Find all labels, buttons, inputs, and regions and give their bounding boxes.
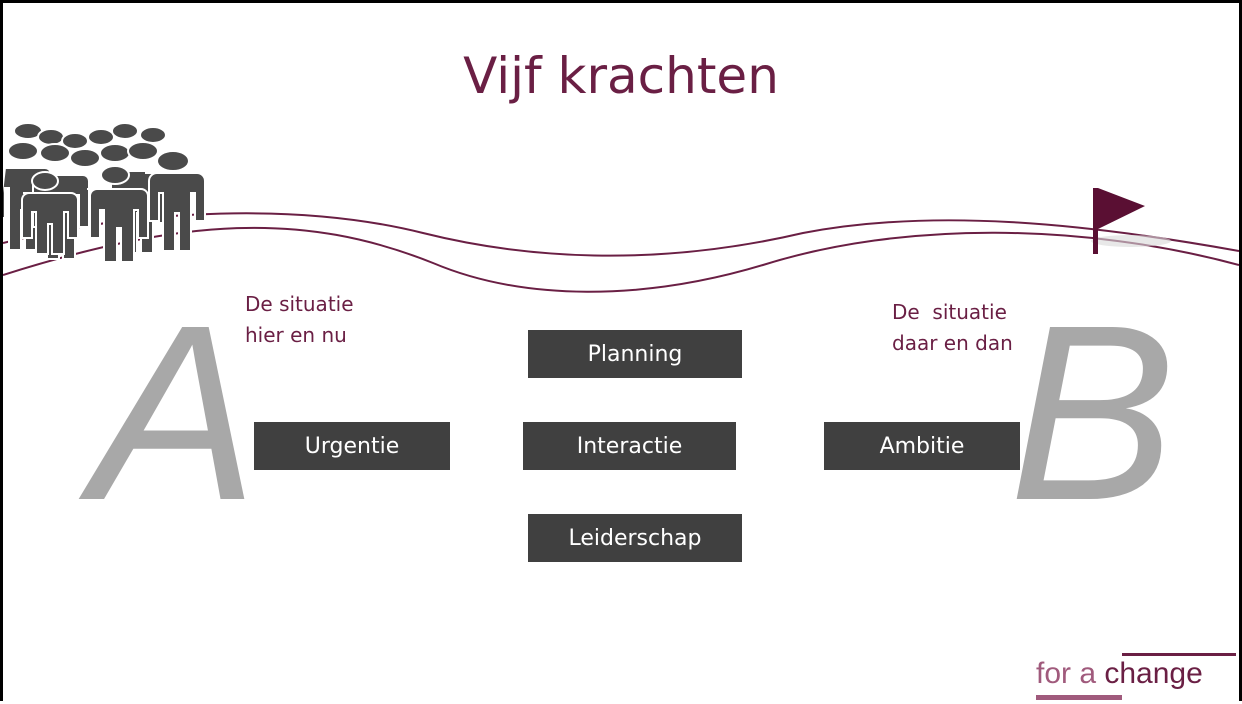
caption-line: De situatie	[892, 300, 1007, 324]
force-interactie: Interactie	[523, 422, 736, 470]
logo-bars	[1036, 653, 1236, 700]
force-ambitie: Ambitie	[824, 422, 1020, 470]
force-leiderschap: Leiderschap	[528, 514, 742, 562]
force-urgentie: Urgentie	[254, 422, 450, 470]
caption-line: De situatie	[245, 292, 354, 316]
logo-text: for a change	[1036, 657, 1203, 691]
letter-b: B	[1009, 273, 1176, 552]
for-a-change-logo: for a change	[1036, 650, 1236, 701]
force-planning: Planning	[528, 330, 742, 378]
road-lines	[3, 188, 1239, 293]
logo-part-1: for a	[1036, 657, 1105, 690]
caption-current-situation: De situatie hier en nu	[245, 289, 354, 351]
slide-title: Vijf krachten	[463, 47, 779, 105]
crowd-of-people-icon	[3, 122, 206, 263]
caption-line: hier en nu	[245, 323, 347, 347]
caption-future-situation: De situatie daar en dan	[892, 297, 1013, 359]
logo-part-2: change	[1104, 657, 1203, 690]
caption-line: daar en dan	[892, 331, 1013, 355]
flag-icon	[1093, 188, 1145, 254]
letter-a: A	[91, 273, 258, 552]
